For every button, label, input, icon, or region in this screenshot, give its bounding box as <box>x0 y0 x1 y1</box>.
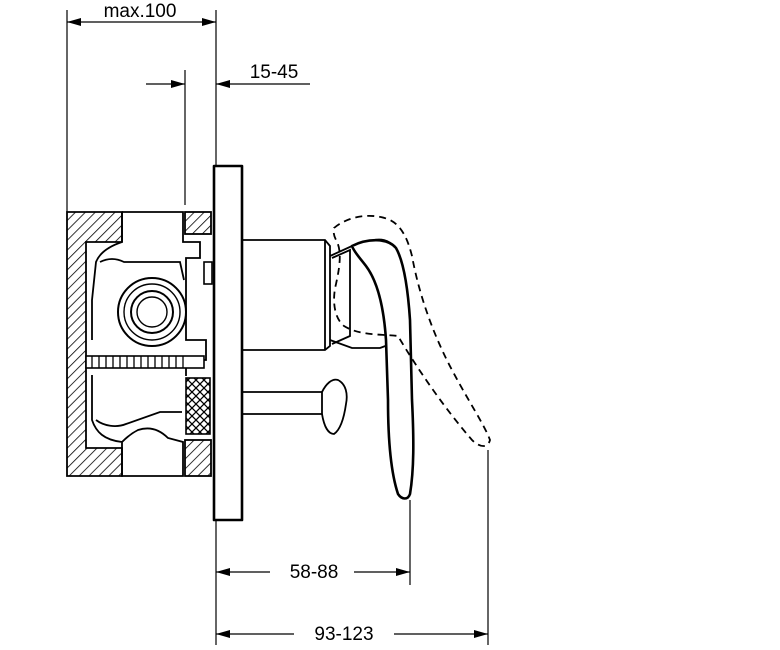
inlet-port <box>117 277 187 347</box>
dimension-label-overall-range: 93-123 <box>314 624 373 645</box>
dimension-label-handle-range: 58-88 <box>290 562 339 583</box>
dimension-label-plate-range: 15-45 <box>250 62 299 83</box>
lever-handle <box>350 238 415 500</box>
dimension-overall-range: 93-123 <box>216 450 489 646</box>
dimension-label-max-depth: max.100 <box>104 1 177 22</box>
threaded-spindle <box>85 355 205 369</box>
dimension-plate-range: 15-45 <box>146 62 310 205</box>
dimension-max-depth: max.100 <box>66 1 217 212</box>
diverter-knob <box>242 378 348 435</box>
valve-body <box>91 211 213 477</box>
dimension-handle-range: 58-88 <box>215 500 411 645</box>
lever-handle-alternate-position <box>332 214 491 447</box>
cover-plate <box>212 164 244 522</box>
wall-box-section <box>66 211 212 477</box>
